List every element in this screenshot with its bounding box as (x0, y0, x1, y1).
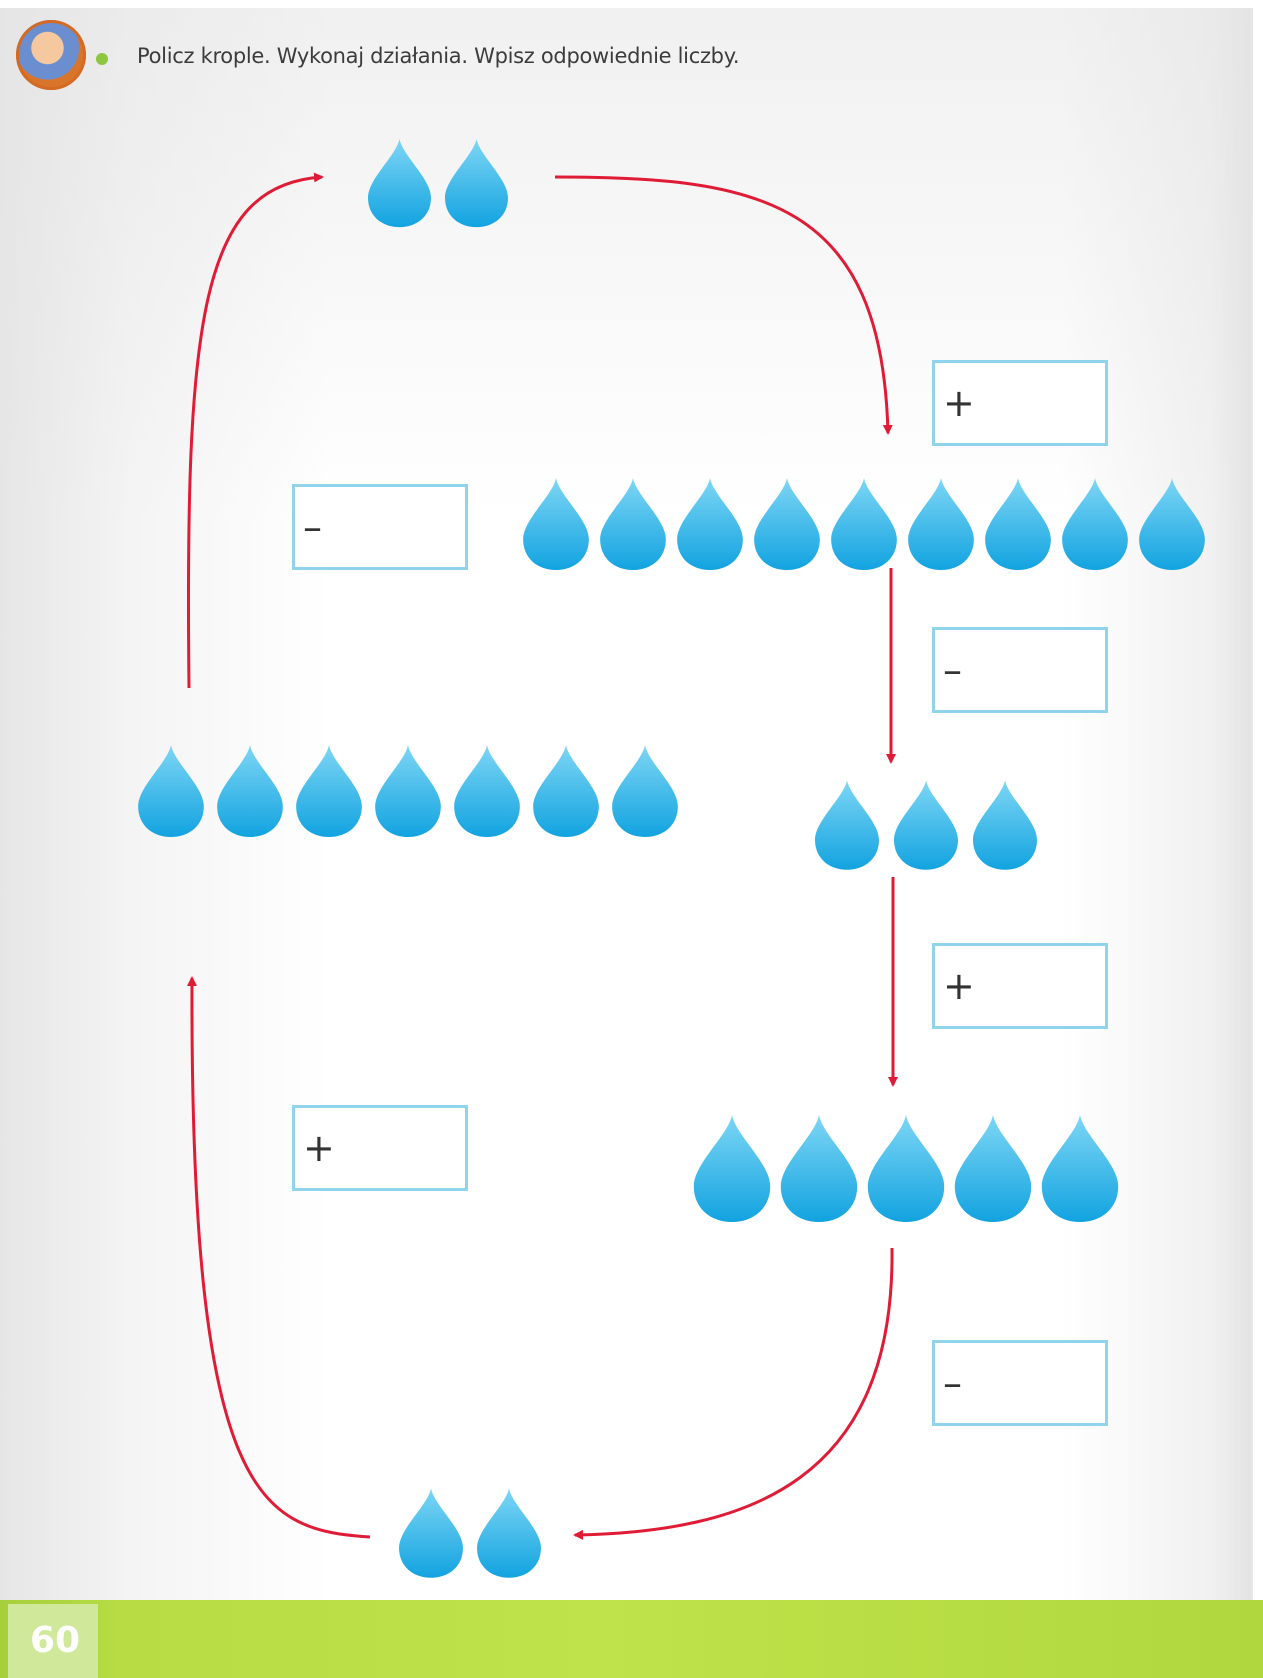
water-drop-icon (533, 745, 599, 837)
plus-sign: + (943, 964, 975, 1008)
water-drop-icon (831, 478, 897, 570)
water-drop-icon (780, 1115, 858, 1222)
water-drop-icon (815, 780, 879, 870)
water-drop-icon (217, 745, 283, 837)
answer-box-right-plus-1[interactable]: + (932, 360, 1108, 446)
water-drop-icon (754, 478, 820, 570)
plus-sign: + (303, 1126, 335, 1170)
minus-sign: – (943, 648, 962, 692)
answer-box-left-plus[interactable]: + (292, 1105, 468, 1191)
drop-group-right-1 (523, 478, 1205, 570)
answer-box-left-minus[interactable]: – (292, 484, 468, 570)
water-drop-icon (523, 478, 589, 570)
minus-sign: – (303, 505, 322, 549)
water-drop-icon (693, 1115, 771, 1222)
water-drop-icon (1062, 478, 1128, 570)
page-number: 60 (30, 1620, 81, 1661)
drop-group-left (138, 745, 678, 837)
answer-box-right-minus-2[interactable]: – (932, 1340, 1108, 1426)
water-drop-icon (973, 780, 1037, 870)
water-drop-icon (1139, 478, 1205, 570)
water-drop-icon (399, 1488, 463, 1578)
minus-sign: – (943, 1361, 962, 1405)
water-drop-icon (296, 745, 362, 837)
water-drop-icon (454, 745, 520, 837)
drop-group-right-3 (693, 1115, 1119, 1222)
footer-bar (0, 1600, 1263, 1678)
water-drop-icon (600, 478, 666, 570)
water-drop-icon (985, 478, 1051, 570)
water-drop-icon (612, 745, 678, 837)
water-drop-icon (368, 138, 431, 228)
water-drop-icon (867, 1115, 945, 1222)
drop-group-top (368, 137, 508, 229)
answer-box-right-minus-1[interactable]: – (932, 627, 1108, 713)
water-drop-icon (445, 138, 508, 228)
arrow-top-to-right (554, 175, 893, 435)
task-instruction: Policz krople. Wykonaj działania. Wpisz … (137, 44, 740, 68)
water-drop-icon (477, 1488, 541, 1578)
water-drop-icon (375, 745, 441, 837)
arrow-left-to-top (186, 172, 324, 689)
water-drop-icon (894, 780, 958, 870)
answer-box-right-plus-2[interactable]: + (932, 943, 1108, 1029)
arrow-right-3-to-bottom (573, 1247, 894, 1540)
drop-group-right-2 (815, 779, 1037, 871)
water-drop-icon (1041, 1115, 1119, 1222)
water-drop-icon (677, 478, 743, 570)
plus-sign: + (943, 381, 975, 425)
page-right-margin (1253, 0, 1263, 1678)
page-top-margin (0, 0, 1263, 8)
boy-avatar-icon (16, 20, 86, 90)
arrow-bottom-to-left (186, 976, 371, 1539)
water-drop-icon (954, 1115, 1032, 1222)
bullet-dot-icon (96, 53, 108, 65)
page-number-box (8, 1604, 98, 1678)
water-drop-icon (138, 745, 204, 837)
drop-group-bottom (399, 1487, 541, 1579)
water-drop-icon (908, 478, 974, 570)
